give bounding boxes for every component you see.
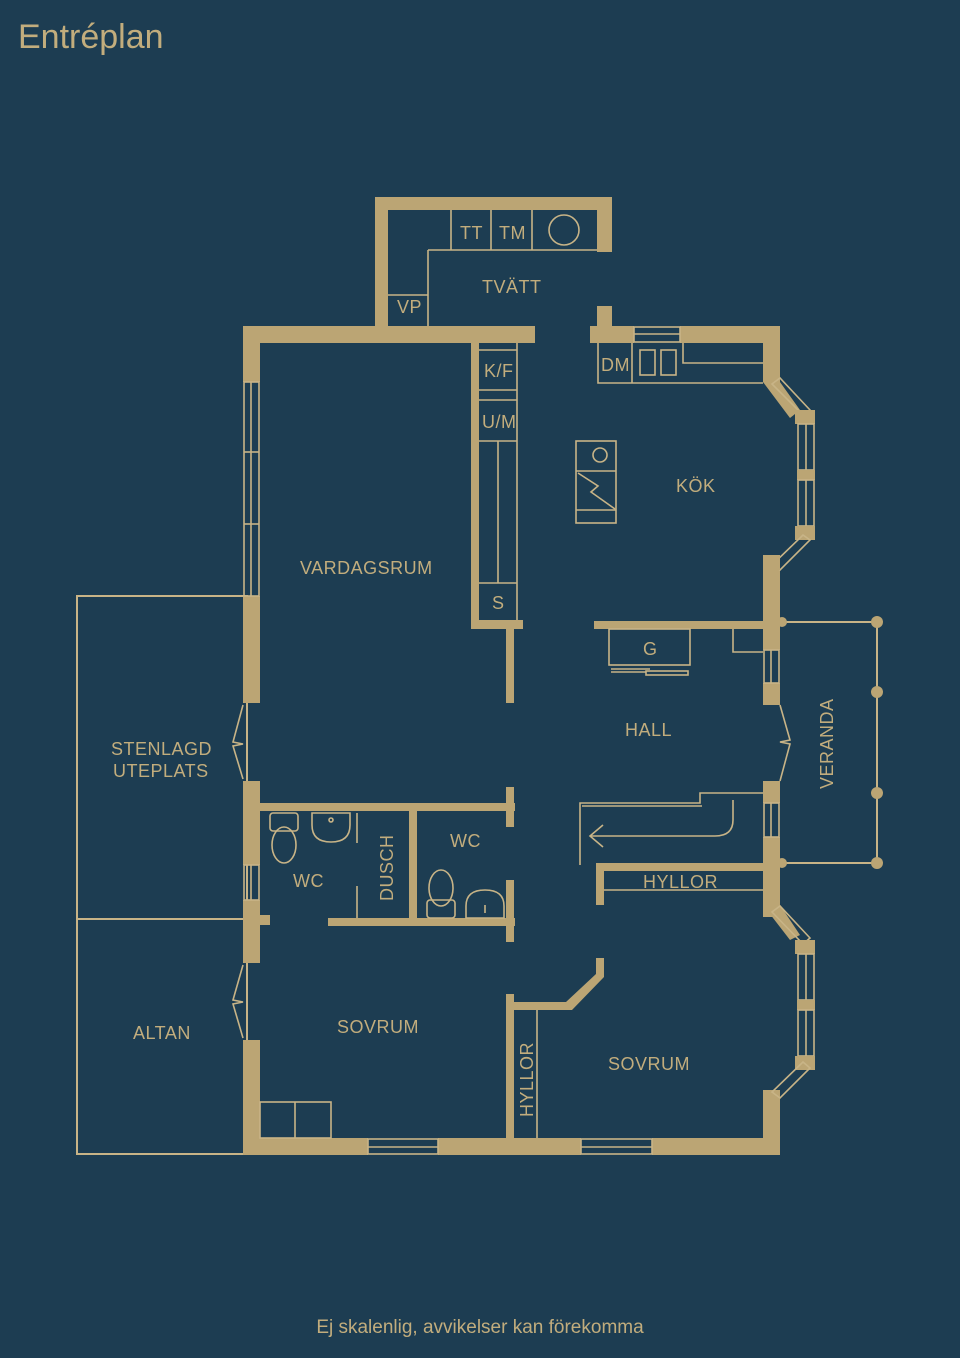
- label-vardagsrum: VARDAGSRUM: [300, 558, 433, 578]
- bedroom-fixtures: [259, 1010, 538, 1139]
- label-wc-2: WC: [450, 831, 481, 851]
- walls: [243, 197, 780, 1155]
- label-stenlagd: STENLAGD: [111, 739, 212, 759]
- label-s: S: [492, 593, 505, 613]
- label-kok: KÖK: [676, 476, 716, 496]
- label-hyllor-1: HYLLOR: [643, 872, 718, 892]
- label-hyllor-2: HYLLOR: [517, 1042, 537, 1117]
- label-tt: TT: [460, 223, 483, 243]
- bay-windows: [763, 376, 815, 1100]
- label-kf: K/F: [484, 361, 514, 381]
- label-uteplats: UTEPLATS: [113, 761, 209, 781]
- page-title: Entréplan: [18, 18, 164, 56]
- label-veranda: VERANDA: [817, 698, 837, 789]
- label-hall: HALL: [625, 720, 672, 740]
- label-sovrum-2: SOVRUM: [608, 1054, 690, 1074]
- label-um: U/M: [482, 412, 517, 432]
- outdoor-outlines: [76, 595, 883, 1155]
- kitchen-fixtures: [575, 343, 763, 524]
- label-dm: DM: [601, 355, 630, 375]
- disclaimer: Ej skalenlig, avvikelser kan förekomma: [316, 1317, 644, 1338]
- hall-fixtures: [579, 628, 763, 891]
- label-tm: TM: [499, 223, 526, 243]
- room-labels: TT TM TVÄTT VP K/F U/M S DM KÖK VARDAGSR…: [111, 223, 837, 1117]
- storage-column: [479, 343, 518, 620]
- windows: [243, 326, 780, 1155]
- label-dusch: DUSCH: [377, 834, 397, 901]
- label-g: G: [643, 639, 658, 659]
- label-sovrum-1: SOVRUM: [337, 1017, 419, 1037]
- label-altan: ALTAN: [133, 1023, 191, 1043]
- label-wc-1: WC: [293, 871, 324, 891]
- label-vp: VP: [397, 297, 422, 317]
- laundry-fixtures: [388, 210, 597, 326]
- doors: [231, 704, 792, 1039]
- bathroom-fixtures: [269, 812, 505, 919]
- label-tvatt: TVÄTT: [482, 277, 542, 297]
